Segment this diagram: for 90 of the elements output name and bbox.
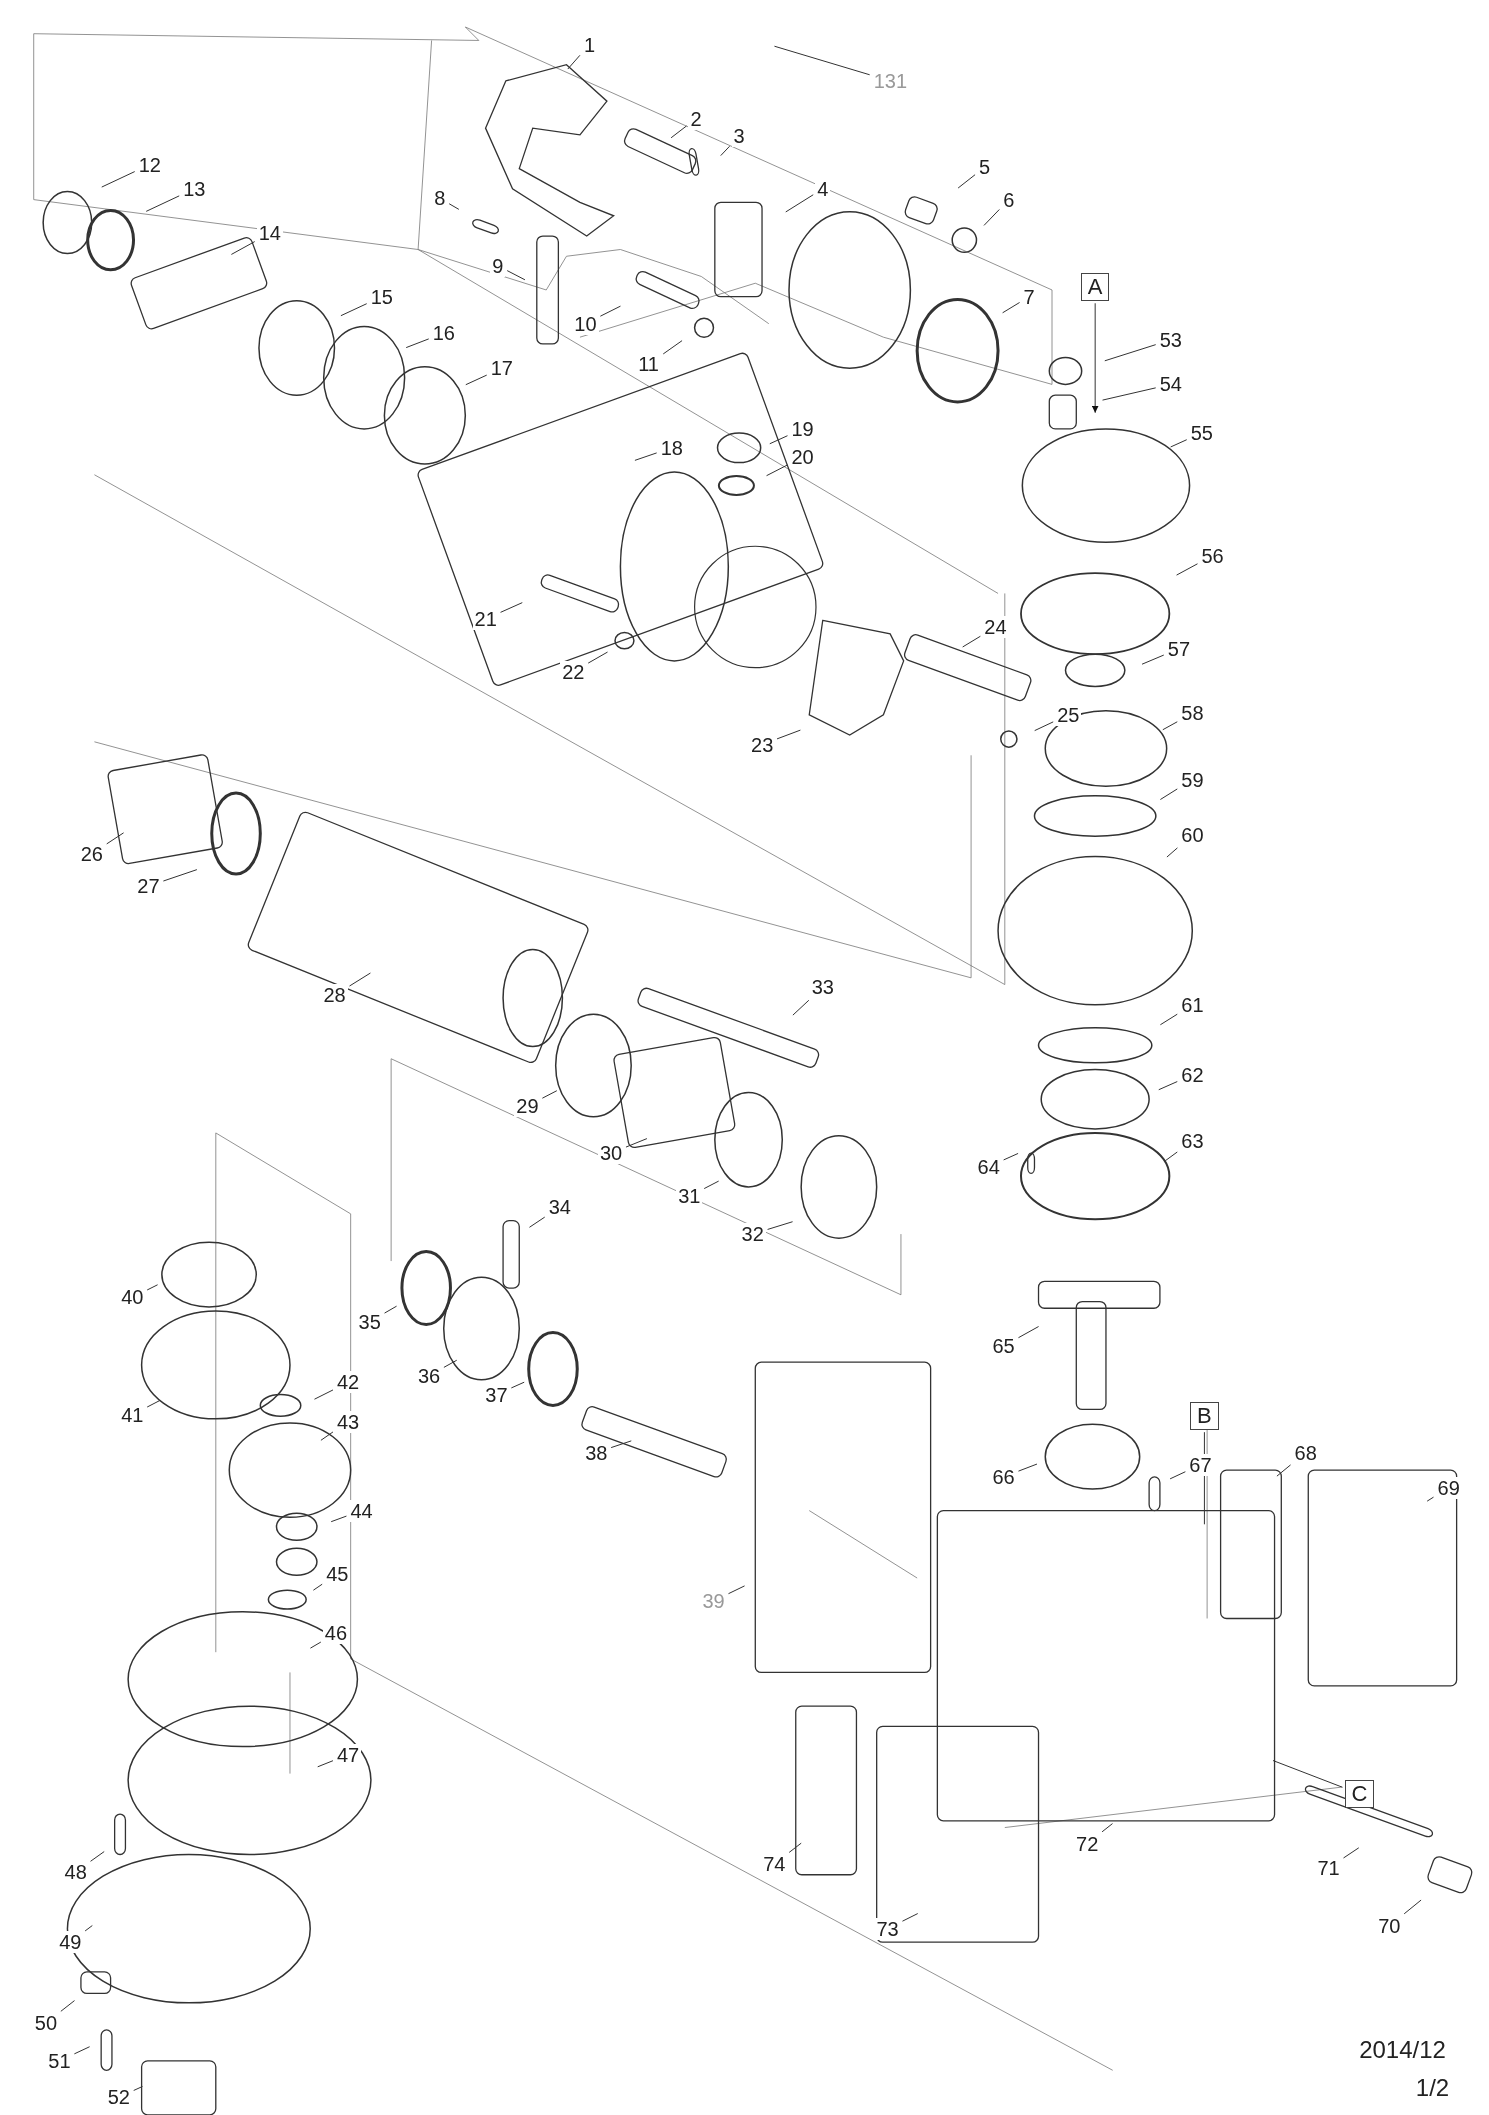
leader-line	[101, 171, 136, 188]
leader-line	[1276, 1464, 1292, 1477]
leader-line	[312, 1583, 323, 1591]
reference-letter-box: B	[1189, 1402, 1219, 1431]
leader-line	[1272, 1760, 1343, 1788]
leader-line	[1159, 1013, 1178, 1026]
date-note: 2014/12	[1359, 2036, 1446, 2065]
leader-line	[1104, 344, 1157, 362]
leader-line	[1164, 1151, 1178, 1162]
leader-line	[340, 303, 368, 317]
leader-line	[146, 1399, 161, 1408]
sheet-number: 1/2	[1415, 2073, 1450, 2102]
leader-line	[1101, 1823, 1113, 1833]
reference-letter-box: C	[1344, 1779, 1375, 1808]
leader-line	[662, 340, 683, 355]
leader-line	[901, 1913, 919, 1922]
leader-line	[541, 1090, 558, 1099]
leader-line	[506, 270, 526, 281]
leader-line	[1343, 1847, 1360, 1859]
leader-line	[670, 125, 687, 139]
leader-line	[317, 1760, 334, 1768]
leader-line	[625, 1138, 648, 1148]
leader-line	[1002, 302, 1021, 314]
callout-number: 44	[348, 1499, 375, 1522]
leader-line	[145, 195, 180, 212]
leader-line	[320, 1431, 334, 1441]
leader-line	[587, 651, 609, 664]
leader-line	[1091, 302, 1099, 414]
leader-line	[405, 338, 430, 349]
leader-line	[792, 999, 810, 1016]
leader-line	[448, 203, 460, 210]
reference-letter-box: A	[1080, 273, 1110, 302]
callout-number: 24	[982, 616, 1009, 639]
leader-line	[309, 1641, 322, 1649]
leader-line	[60, 2000, 75, 2012]
leader-line	[1162, 721, 1178, 731]
leader-line	[703, 1180, 720, 1190]
leader-line	[162, 869, 198, 882]
leader-line	[443, 1359, 458, 1368]
leader-line	[230, 241, 256, 255]
leader-line	[1102, 387, 1157, 401]
leader-line	[349, 972, 371, 987]
leader-line	[769, 435, 788, 445]
leader-line	[90, 1851, 105, 1862]
callout-number: 43	[334, 1410, 362, 1433]
leader-line	[500, 602, 523, 613]
leader-line	[957, 174, 976, 189]
leader-line	[773, 45, 871, 76]
callout-number: 42	[334, 1371, 362, 1394]
leader-line	[133, 2085, 143, 2091]
leader-line	[106, 832, 125, 845]
leader-line	[528, 1216, 546, 1228]
callout-number: 67	[1187, 1453, 1214, 1476]
leader-line	[1426, 1496, 1435, 1502]
leader-line	[1169, 1471, 1186, 1480]
callout-number: 69	[1435, 1476, 1462, 1499]
leader-line	[567, 54, 581, 70]
leader-line	[599, 305, 621, 317]
callout-number: 73	[874, 1917, 901, 1940]
leader-line	[766, 464, 788, 477]
leader-line	[465, 374, 488, 386]
leader-line	[1403, 1899, 1422, 1915]
leader-line	[983, 209, 1000, 226]
leader-line	[1141, 654, 1165, 665]
leader-line	[634, 452, 658, 461]
leader-line	[728, 1585, 746, 1595]
leader-line	[384, 1305, 398, 1314]
leader-line	[1017, 1326, 1040, 1339]
leader-line	[313, 1389, 334, 1400]
leader-line	[146, 1284, 159, 1291]
leader-line	[1159, 788, 1178, 800]
leader-line	[1017, 1463, 1038, 1472]
leader-line	[1034, 721, 1054, 732]
leader-line	[720, 145, 731, 157]
leader-line	[73, 2046, 91, 2055]
leader-line	[1170, 439, 1188, 448]
leader-line	[330, 1515, 347, 1523]
leader-line	[962, 635, 981, 648]
leader-line	[785, 194, 814, 213]
leader-line	[510, 1381, 525, 1389]
leader-line	[1158, 1081, 1178, 1091]
leader-line	[1176, 563, 1198, 576]
leader-line	[776, 729, 801, 740]
leader-line	[788, 1842, 802, 1853]
callout-number: 49	[57, 1931, 84, 1954]
leader-line	[84, 1925, 93, 1932]
leader-line	[610, 1440, 632, 1449]
leader-line	[767, 1221, 794, 1230]
leader-line	[1166, 847, 1178, 858]
leader-line	[1003, 1152, 1019, 1161]
